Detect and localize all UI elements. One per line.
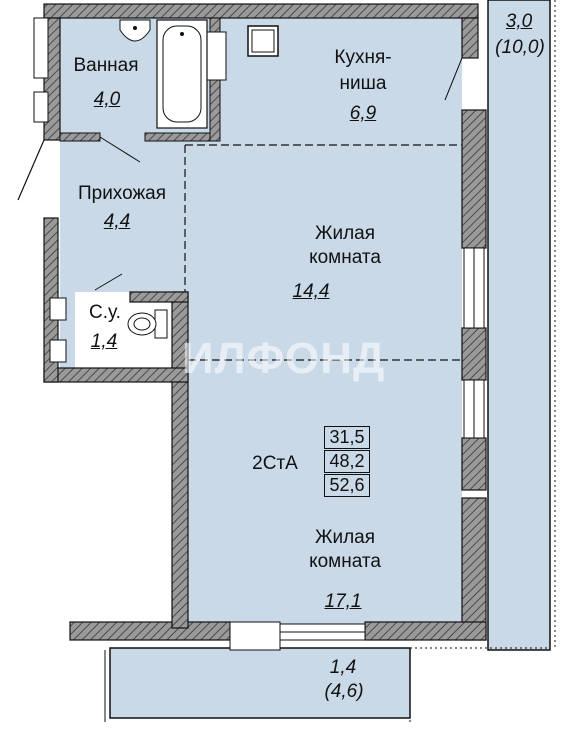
balcony-area: 1,4: [329, 657, 357, 678]
living-lower-name-1: Жилая: [314, 527, 376, 548]
loggia-right-area-full: (10,0): [495, 37, 545, 58]
wall-bottom-right: [364, 621, 487, 641]
bathroom-name: Ванная: [73, 55, 139, 76]
apartment-area-with-balcony: 52,6: [324, 474, 370, 497]
living-lower-name-2: комната: [309, 551, 381, 572]
wall-toilet-bottom: [43, 367, 189, 383]
stove: [247, 25, 279, 57]
apartment-area-living: 31,5: [324, 426, 370, 449]
wall-right-mid3: [461, 437, 487, 491]
kitchen-area: 6,9: [349, 103, 377, 124]
loggia-right-area: 3,0: [505, 11, 533, 32]
wall-bottom-left: [69, 621, 231, 641]
wall-right-mid2: [461, 327, 487, 381]
living-upper-area: 14,4: [292, 281, 330, 302]
kitchen-name-2: ниша: [339, 73, 387, 94]
wall-top: [43, 3, 479, 19]
kitchen-name-1: Кухня-: [334, 47, 392, 68]
wall-right-bottom: [461, 497, 487, 641]
living-upper-name-1: Жилая: [314, 223, 376, 244]
balcony-bottom: [109, 647, 411, 719]
wall-right-top: [461, 17, 479, 59]
watermark: ИЛФОНД: [182, 334, 386, 383]
toilet-area: 1,4: [90, 331, 118, 352]
living-upper-name-2: комната: [309, 247, 381, 268]
loggia-right: [487, 0, 551, 651]
wall-bath-bottom-left: [59, 132, 101, 142]
apartment-area-total: 48,2: [324, 450, 370, 473]
wall-right-mid1: [461, 109, 487, 249]
wall-bath-bottom-right: [144, 132, 211, 142]
toilet-bowl: [127, 309, 168, 339]
wall-toilet-top: [129, 291, 189, 303]
hallway-name: Прихожая: [77, 183, 167, 204]
living-lower-area: 17,1: [324, 591, 362, 612]
bathtub: [156, 19, 208, 129]
bathroom-area: 4,0: [93, 89, 121, 110]
balcony-door: [229, 621, 281, 651]
balcony-area-full: (4,6): [324, 681, 364, 702]
toilet-name: С.у.: [89, 302, 121, 323]
hallway-area: 4,4: [103, 211, 131, 232]
sink: [119, 19, 151, 42]
apartment-type: 2СтА: [252, 453, 298, 474]
